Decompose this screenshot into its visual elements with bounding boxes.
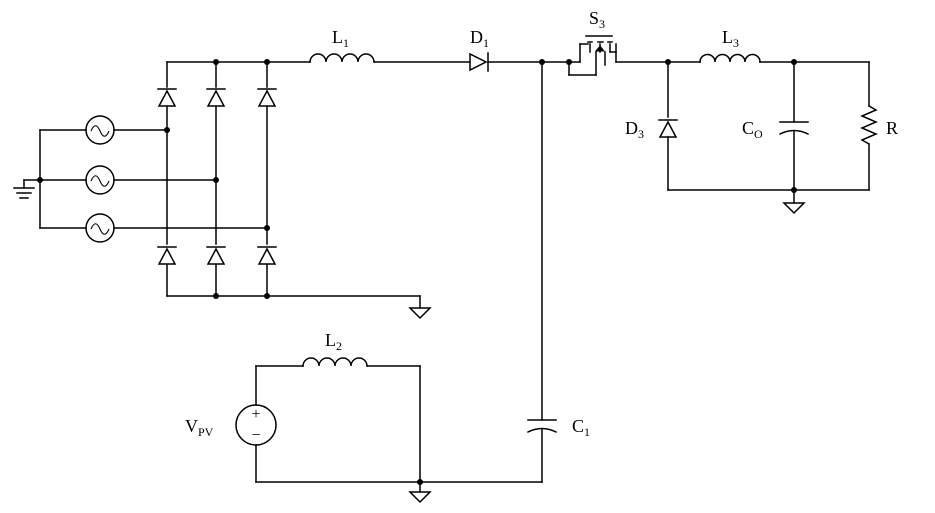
label-l2: L2 [325,330,342,353]
label-r: R [886,118,898,138]
bridge-diode-upper-3 [257,88,277,107]
bridge-diode-upper-2 [206,88,226,107]
bridge-diode-upper-1 [157,88,177,107]
ac-source-phase-c [39,213,268,243]
ground-symbol-pv [408,491,432,504]
inductor-l1 [309,53,375,63]
resistor-r [860,104,878,146]
junction-dot [37,177,43,183]
ac-sources [13,115,268,243]
diode-d1 [469,52,489,72]
label-l3: L3 [722,27,739,50]
mosfet-s3 [566,35,617,76]
ground-symbol-output [782,202,806,215]
pv-plus-sign: + [251,406,260,423]
label-d1: D1 [470,27,489,50]
label-l1: L1 [332,27,349,50]
ac-source-phase-a [39,115,168,145]
bridge-diode-lower-1 [157,246,177,265]
diode-bridge [157,59,432,320]
ground-symbol-left [13,179,35,199]
label-s3: S3 [589,8,605,31]
diode-d3 [658,119,678,138]
pv-minus-sign: − [251,427,260,444]
label-vpv: VPV [185,416,214,439]
pv-voltage-source: + − [235,404,277,446]
label-d3: D3 [625,118,644,141]
bridge-diode-lower-3 [257,246,277,265]
ground-symbol-bridge [408,307,432,320]
inductor-l2 [302,357,368,367]
label-co: CO [742,118,763,141]
ac-source-phase-b [39,165,217,195]
inductor-l3 [699,53,761,63]
label-c1: C1 [572,416,590,439]
bridge-diode-lower-2 [206,246,226,265]
